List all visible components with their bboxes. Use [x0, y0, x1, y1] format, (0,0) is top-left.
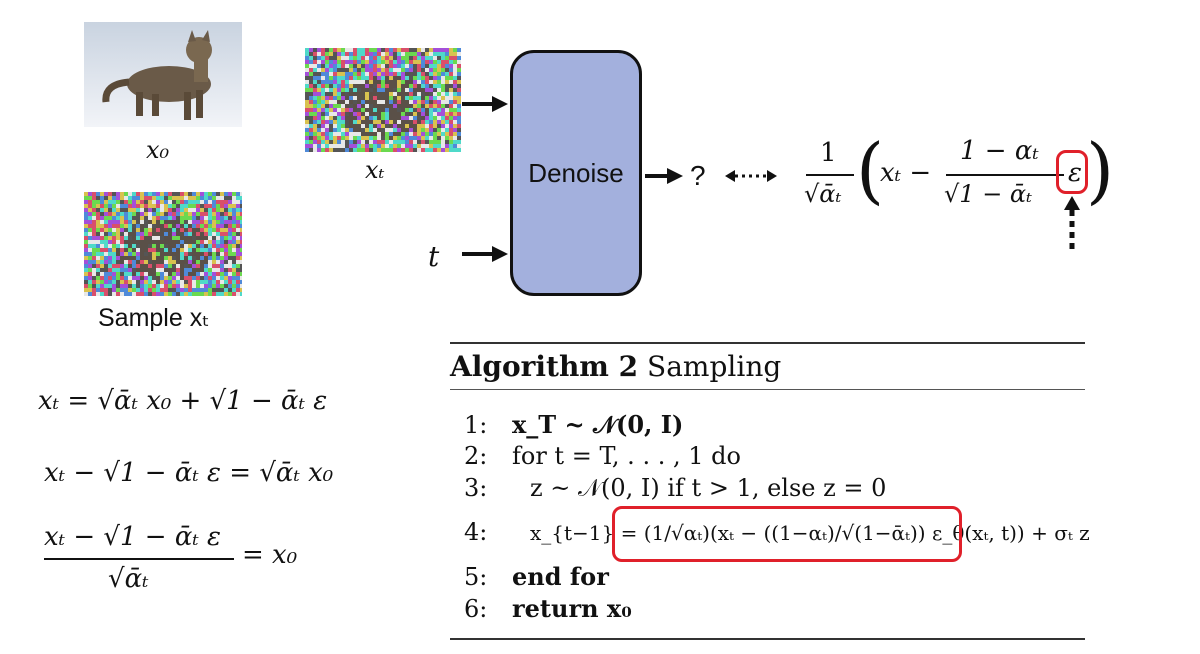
mean-formula: 1 √ᾱₜ ( xₜ − 1 − αₜ √1 − ᾱₜ ε ) — [800, 128, 1114, 228]
arrow-denoise-output — [645, 168, 683, 184]
algorithm-bottom-rule — [450, 638, 1085, 640]
algorithm-title-bold: Algorithm 2 — [450, 350, 639, 383]
line-text: x_T ~ 𝒩(0, I) — [512, 410, 684, 439]
right-paren: ) — [1086, 128, 1115, 212]
line-number: 1: — [464, 411, 488, 439]
line4-highlight-box — [612, 506, 962, 562]
line-text: x_{t−1} = (1/√αₜ)(xₜ − ((1−αₜ)/√(1−ᾱₜ)) … — [530, 521, 1090, 545]
left-paren: ( — [856, 128, 885, 212]
algorithm-line-6: 6: return x₀ — [464, 594, 632, 623]
algorithm-line-4: 4: x_{t−1} = (1/√αₜ)(xₜ − ((1−αₜ)/√(1−ᾱₜ)… — [464, 518, 1090, 546]
noisy-sample-image — [84, 192, 244, 296]
algorithm-block: Algorithm 2 Sampling — [450, 342, 1085, 390]
line-number: 6: — [464, 595, 488, 623]
algorithm-line-2: 2: for t = T, . . . , 1 do — [464, 442, 741, 470]
frac-numerator: 1 − αₜ — [960, 136, 1039, 166]
epsilon-symbol: ε — [1068, 158, 1082, 188]
line-number: 3: — [464, 474, 488, 502]
formula-xt-minus: xₜ − — [880, 158, 932, 188]
algorithm-title: Algorithm 2 Sampling — [450, 350, 1085, 383]
caption-xt: xₜ — [365, 156, 385, 184]
algorithm-line-5: 5: end for — [464, 562, 609, 591]
equation-1: xₜ = √ᾱₜ x₀ + √1 − ᾱₜ ε — [38, 386, 328, 416]
coef-fraction-bar — [806, 174, 854, 176]
noisy-xt-image — [305, 48, 461, 152]
algorithm-line-3: 3: z ~ 𝒩(0, I) if t > 1, else z = 0 — [464, 474, 886, 502]
line-number: 2: — [464, 442, 488, 470]
algorithm-line-1: 1: x_T ~ 𝒩(0, I) — [464, 410, 683, 439]
equation-3-denominator: √ᾱₜ — [108, 564, 149, 594]
algorithm-title-rest: Sampling — [638, 350, 782, 383]
algorithm-mid-rule — [450, 389, 1085, 390]
equation-2: xₜ − √1 − ᾱₜ ε = √ᾱₜ x₀ — [44, 458, 334, 488]
line-text: return x₀ — [512, 594, 632, 623]
caption-t: t — [428, 240, 440, 273]
frac-denominator: √1 − ᾱₜ — [944, 180, 1033, 208]
line-text: end for — [512, 562, 609, 591]
dotted-double-arrow — [725, 170, 777, 182]
caption-sample-xt: Sample xₜ — [98, 304, 210, 332]
arrow-t-to-denoise — [462, 246, 508, 262]
denoise-block: Denoise — [510, 50, 642, 296]
output-question: ? — [690, 160, 706, 191]
arrow-xt-to-denoise — [462, 96, 508, 112]
line-text: z ~ 𝒩(0, I) if t > 1, else z = 0 — [530, 474, 887, 502]
coef-numerator: 1 — [820, 138, 837, 168]
line-number: 4: — [464, 518, 488, 546]
dotted-up-arrow — [1064, 196, 1080, 252]
line-text: for t = T, . . . , 1 do — [512, 442, 741, 470]
algorithm-top-rule — [450, 342, 1085, 344]
epsilon-highlight-box — [1056, 150, 1088, 194]
cat-image-clean — [84, 22, 242, 127]
equation-3-bar — [44, 558, 234, 560]
equation-3-rhs: = x₀ — [242, 540, 298, 570]
coef-denominator: √ᾱₜ — [804, 180, 842, 208]
denoise-label: Denoise — [528, 157, 624, 188]
caption-x0: x₀ — [146, 136, 170, 164]
equation-3-numerator: xₜ − √1 − ᾱₜ ε — [44, 522, 221, 552]
line-number: 5: — [464, 563, 488, 591]
frac-bar — [946, 174, 1064, 176]
